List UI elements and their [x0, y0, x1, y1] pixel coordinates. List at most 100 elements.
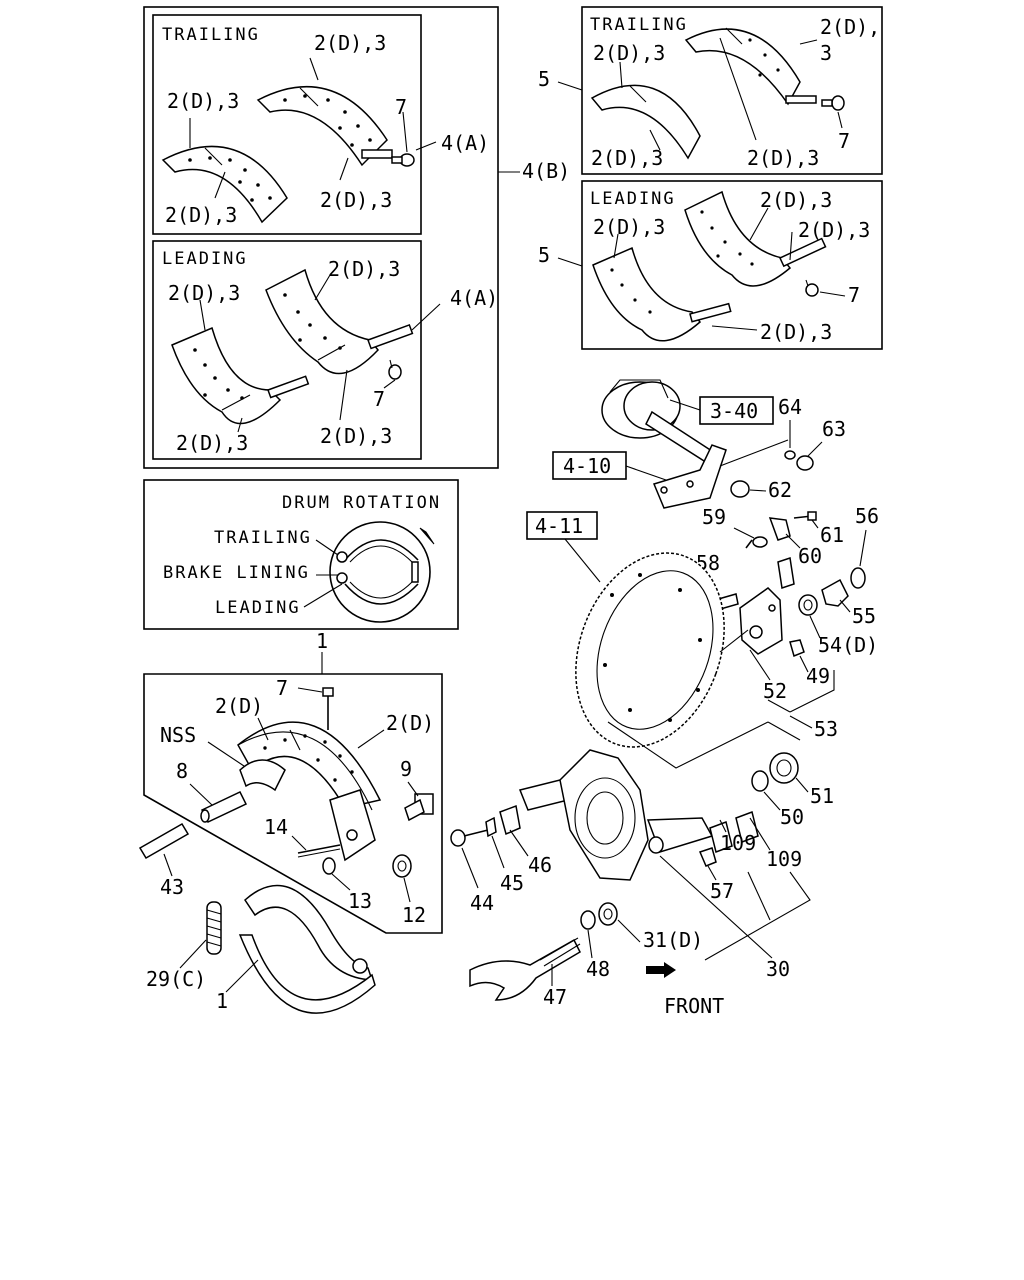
callout-label: 63	[822, 417, 846, 441]
callout-label: 57	[710, 879, 734, 903]
callout-label: 49	[806, 664, 830, 688]
legend-trailing: TRAILING	[214, 528, 312, 548]
washer-icon	[752, 536, 768, 548]
bracket-icon	[652, 444, 727, 509]
callout-label: 1	[316, 629, 328, 653]
callout-label: 2(D),3	[591, 146, 663, 170]
callout-label: 2(D),3	[168, 281, 240, 305]
ref-4-11: 4-11	[535, 514, 583, 538]
callout-label: 4(A)	[450, 286, 498, 310]
callout-label: 2(D),3	[747, 146, 819, 170]
washer-icon	[798, 594, 818, 616]
seal-icon	[751, 770, 769, 792]
leading-panel-b-title: LEADING	[590, 189, 676, 209]
callout-label: 2(D),3	[328, 257, 400, 281]
group-4b-frame	[143, 6, 499, 469]
legend-drum-rotation: DRUM ROTATION	[282, 493, 441, 513]
callout-label: 43	[160, 875, 184, 899]
ref-box-3-40	[699, 396, 774, 425]
brake-shoe-pair-icon	[238, 884, 376, 1014]
callout-label: 4(B)	[522, 159, 570, 183]
callout-label: 44	[470, 891, 494, 915]
nut-icon	[796, 455, 814, 471]
brake-lining-shoe-icon	[256, 85, 393, 167]
callout-label: 7	[848, 283, 860, 307]
callout-label: 53	[814, 717, 838, 741]
callout-label: 55	[852, 604, 876, 628]
callout-label: 4(A)	[441, 131, 489, 155]
washer-icon	[580, 910, 596, 930]
screw-icon	[821, 95, 845, 111]
brake-drum-icon	[329, 521, 435, 623]
bushing-icon	[769, 752, 799, 784]
bolt-icon	[404, 793, 434, 822]
legend-brake-lining: BRAKE LINING	[163, 563, 310, 583]
trailing-panel-a-title: TRAILING	[162, 25, 260, 45]
brake-lining-shoe-icon	[161, 145, 288, 224]
callout-label: 3	[820, 41, 832, 65]
callout-label: 7	[373, 387, 385, 411]
clevis-icon	[768, 517, 791, 541]
brake-chamber-icon	[601, 379, 719, 468]
callout-label: 9	[400, 757, 412, 781]
brake-lining-shoe-icon	[590, 84, 701, 160]
callout-label: 2(D),3	[760, 320, 832, 344]
callout-label: NSS	[160, 723, 196, 747]
callout-label: 59	[702, 505, 726, 529]
pin-icon	[138, 822, 190, 860]
callout-label: 5	[538, 67, 550, 91]
callout-label: 2(D),3	[798, 218, 870, 242]
bushing-icon	[392, 854, 412, 878]
callout-label: 52	[763, 679, 787, 703]
trailing-panel-b	[581, 6, 883, 175]
callout-label: 2(D),3	[760, 188, 832, 212]
grease-fitting-icon	[789, 639, 805, 658]
nut-icon	[784, 450, 796, 460]
pin-icon	[297, 844, 341, 858]
callout-label: 5	[538, 243, 550, 267]
screw-icon	[388, 359, 402, 380]
bushing-icon	[709, 821, 733, 853]
pin-icon	[745, 539, 753, 549]
callout-label: 2(D),3	[314, 31, 386, 55]
front-label: FRONT	[664, 994, 724, 1018]
brake-lining-shoe-icon	[171, 326, 310, 425]
callout-label: 51	[810, 784, 834, 808]
callout-label: 13	[348, 889, 372, 913]
screw-icon	[391, 153, 415, 167]
callout-label: 109	[766, 847, 802, 871]
callout-label: 45	[500, 871, 524, 895]
screw-icon	[322, 687, 334, 730]
callout-label: 7	[395, 95, 407, 119]
shim-plate-icon	[499, 804, 521, 836]
callout-label: 2(D),3	[167, 89, 239, 113]
callout-label: 12	[402, 903, 426, 927]
callout-label: 46	[528, 853, 552, 877]
cover-plate-icon	[821, 578, 849, 607]
drum-rotation-legend	[143, 479, 459, 630]
brake-lining-shoe-icon	[684, 190, 827, 287]
brake-shoe-assembly-icon	[237, 721, 382, 862]
ring-icon	[322, 857, 336, 875]
bolt-icon	[793, 511, 817, 521]
callout-label: 2(D)	[215, 694, 263, 718]
shoe-assembly-frame	[143, 673, 443, 934]
snap-ring-icon	[850, 567, 866, 589]
callout-label: 48	[586, 957, 610, 981]
callout-label: 2(D),3	[320, 424, 392, 448]
brake-lining-shoe-icon	[265, 268, 414, 375]
callout-label: 54(D)	[818, 633, 878, 657]
nut-icon	[730, 480, 750, 498]
callout-label: 7	[276, 676, 288, 700]
front-arrow-icon	[646, 962, 676, 978]
washer-icon	[598, 902, 618, 926]
callout-label: 56	[855, 504, 879, 528]
callout-label: 2(D),3	[593, 215, 665, 239]
bushing-icon	[735, 811, 759, 843]
callout-label: 1	[216, 989, 228, 1013]
callout-label: 7	[838, 129, 850, 153]
anchor-pin-icon	[200, 791, 248, 823]
callout-label: 64	[778, 395, 802, 419]
callout-label: 8	[176, 759, 188, 783]
